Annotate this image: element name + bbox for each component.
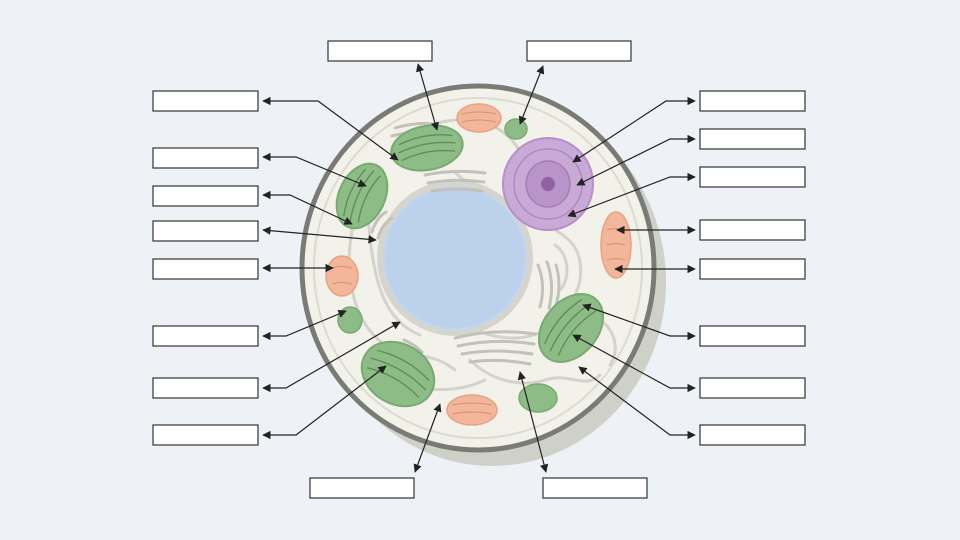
label-box-left-2[interactable] <box>152 147 259 169</box>
label-box-bottom-left[interactable] <box>309 477 415 499</box>
leader-left-4 <box>262 226 377 244</box>
label-box-bottom-right[interactable] <box>542 477 648 499</box>
label-box-left-8[interactable] <box>152 424 259 446</box>
leader-bottom-left <box>413 403 442 473</box>
label-box-top-right[interactable] <box>526 40 632 62</box>
mitochondrion-bottom <box>446 394 498 426</box>
label-box-right-7[interactable] <box>699 377 806 399</box>
nucleus <box>377 180 533 336</box>
leader-left-8 <box>262 365 387 440</box>
chloroplast-small-left <box>337 306 363 334</box>
mitochondrion-left <box>325 255 359 297</box>
leader-lines <box>262 63 696 473</box>
leader-right-3 <box>567 172 696 218</box>
leader-bottom-right <box>517 371 549 473</box>
leader-top-right <box>518 65 545 125</box>
label-box-right-5[interactable] <box>699 258 806 280</box>
mitochondrion-top <box>456 103 502 133</box>
leader-top-left <box>416 63 439 131</box>
label-box-top-left[interactable] <box>327 40 433 62</box>
label-box-left-5[interactable] <box>152 258 259 280</box>
label-box-left-4[interactable] <box>152 220 259 242</box>
leader-right-8 <box>578 366 696 440</box>
leader-right-2 <box>576 134 696 186</box>
mitochondrion-right <box>600 211 632 279</box>
label-box-right-6[interactable] <box>699 325 806 347</box>
chloroplast-small-top <box>504 118 528 140</box>
leader-left-1 <box>262 96 399 161</box>
vacuole-core <box>541 177 555 191</box>
leader-left-2 <box>262 152 367 187</box>
label-box-left-7[interactable] <box>152 377 259 399</box>
nucleus-inner <box>385 188 525 328</box>
label-box-right-8[interactable] <box>699 424 806 446</box>
label-box-right-3[interactable] <box>699 166 806 188</box>
label-box-left-6[interactable] <box>152 325 259 347</box>
leader-left-3 <box>262 190 353 225</box>
label-boxes <box>152 40 806 499</box>
label-box-right-1[interactable] <box>699 90 806 112</box>
label-box-left-1[interactable] <box>152 90 259 112</box>
label-box-right-2[interactable] <box>699 128 806 150</box>
label-box-left-3[interactable] <box>152 185 259 207</box>
label-box-right-4[interactable] <box>699 219 806 241</box>
